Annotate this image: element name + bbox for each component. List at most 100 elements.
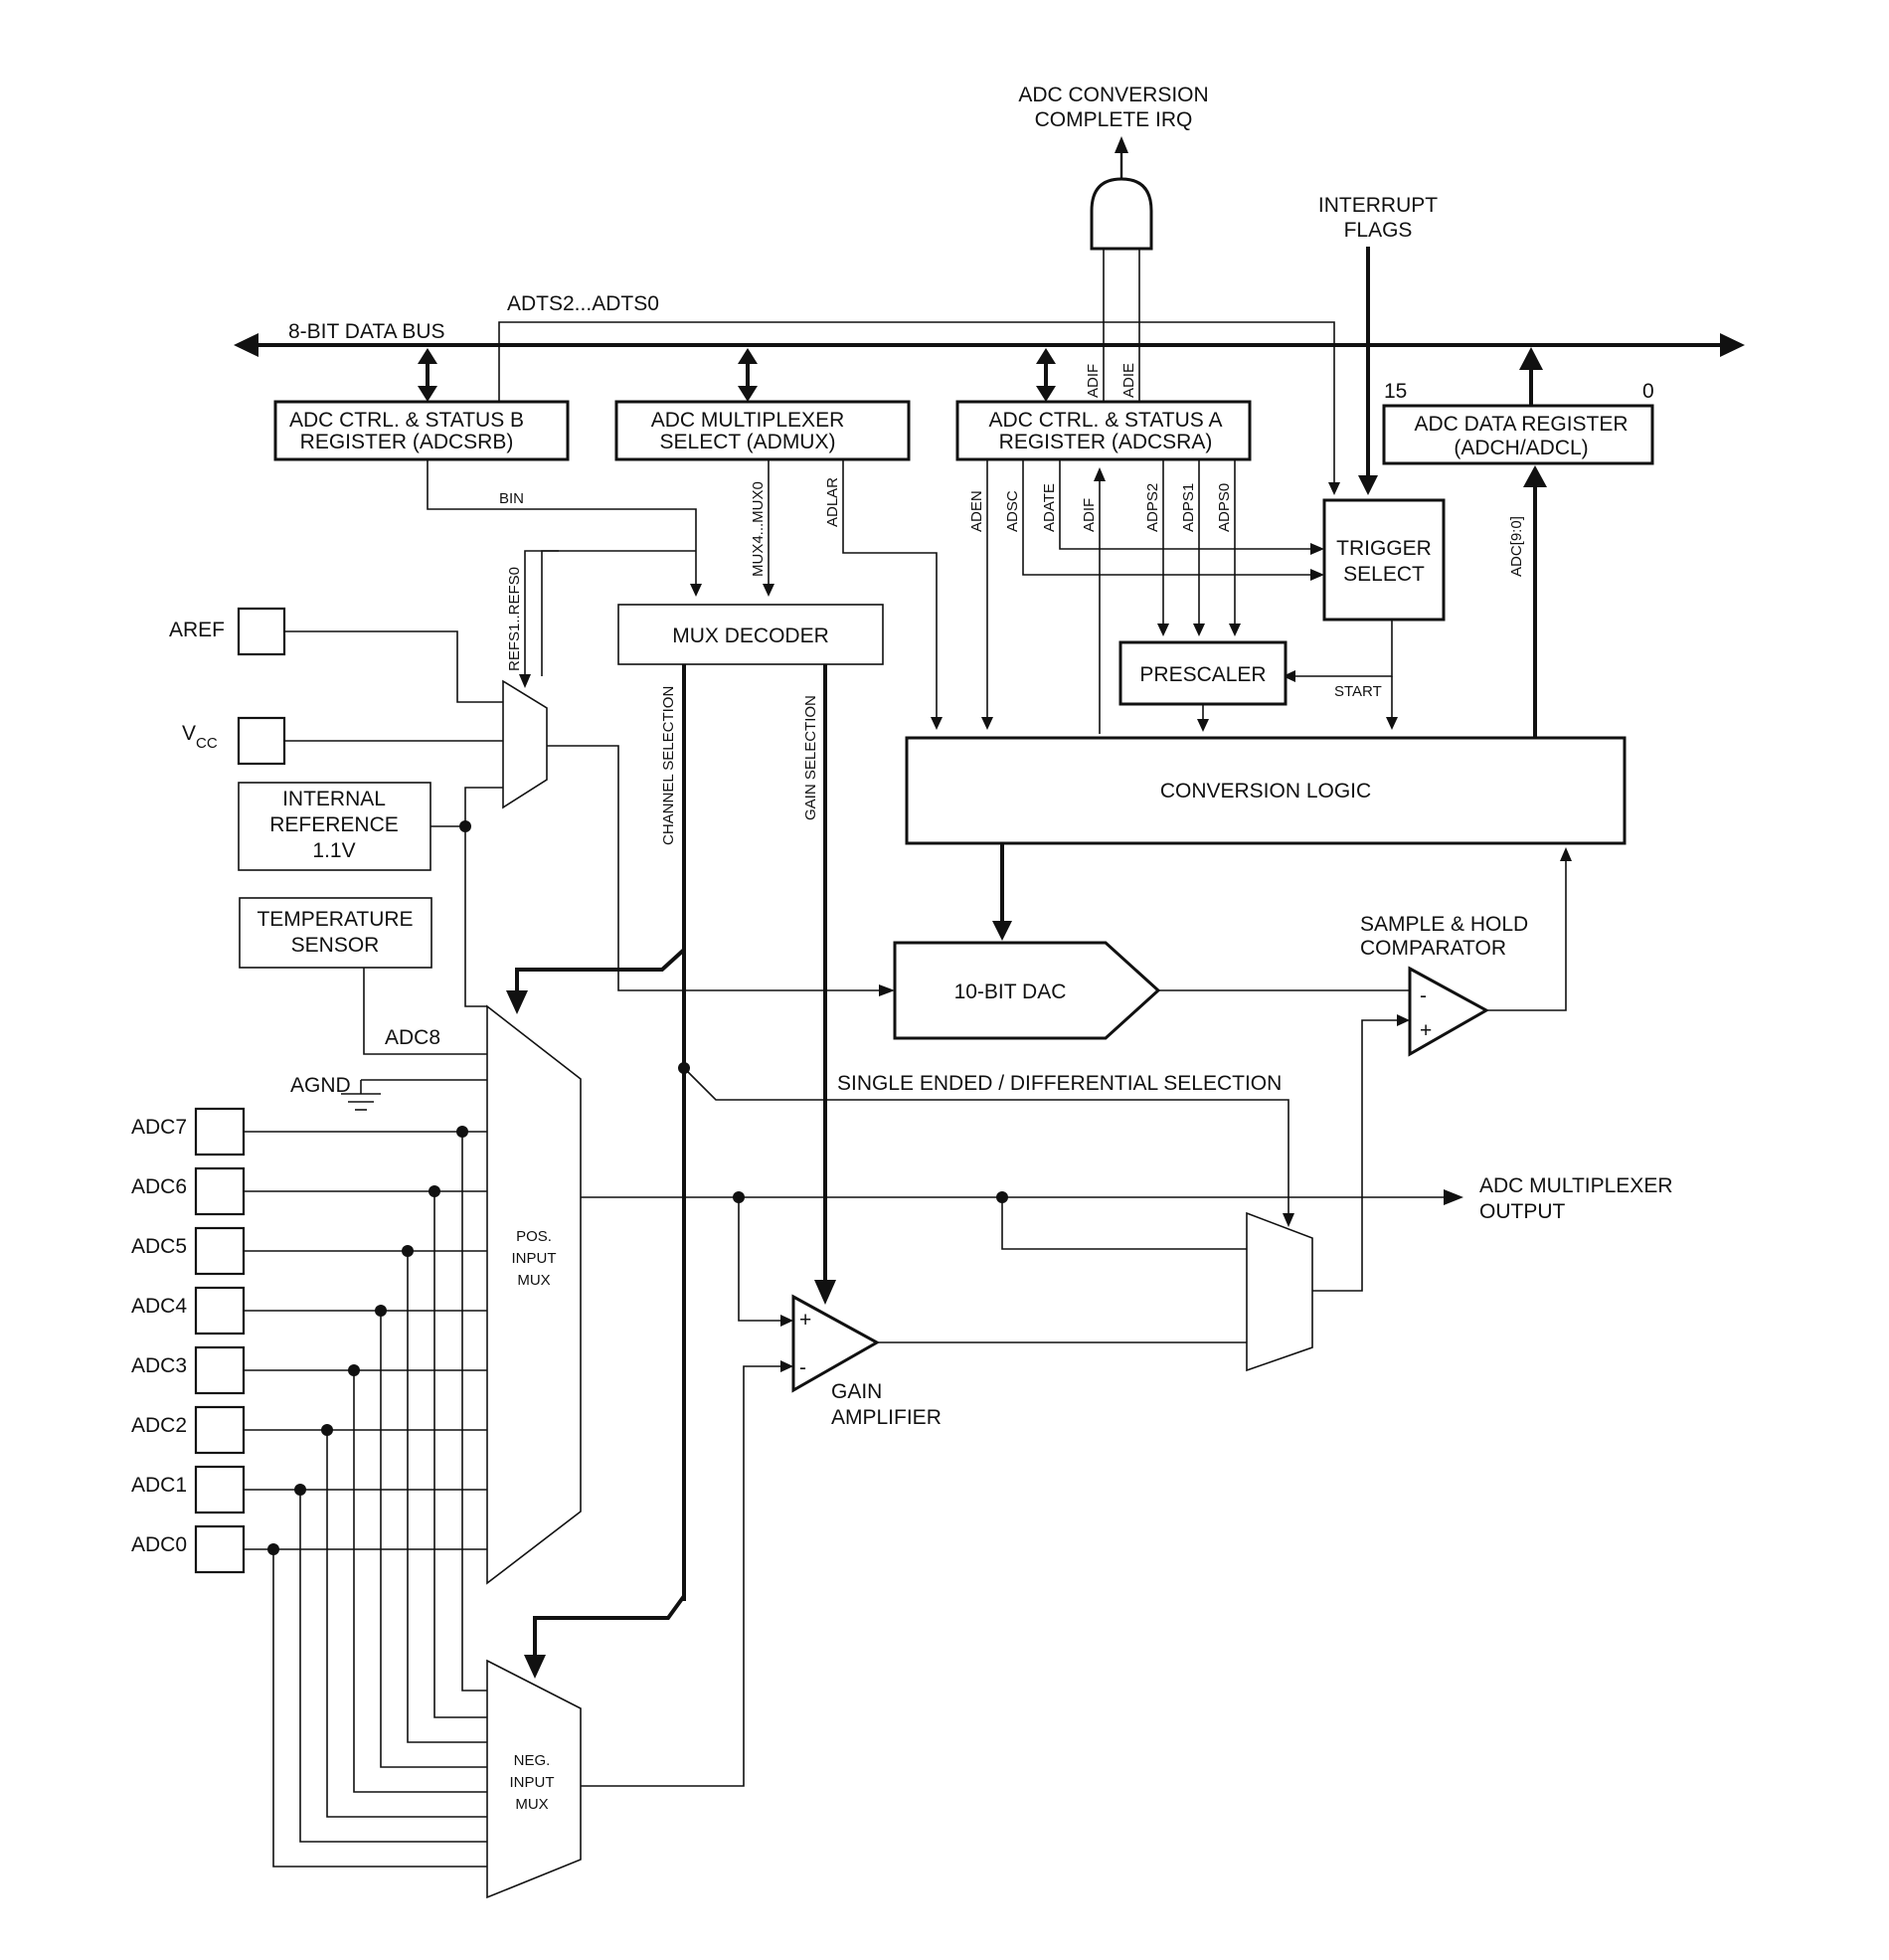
gain-selection-bus: GAIN SELECTION [802, 664, 836, 1305]
adc-pin-2: ADC2 [131, 1405, 487, 1818]
pos-input-mux: POS. INPUT MUX [486, 1004, 582, 1585]
svg-text:INPUT: INPUT [512, 1250, 557, 1267]
adif-top-label: ADIF [1085, 364, 1102, 398]
gain-label-1: GAIN [831, 1380, 882, 1403]
adps1-label: ADPS1 [1180, 483, 1197, 532]
adps0-label: ADPS0 [1216, 483, 1233, 532]
gain-sel-label: GAIN SELECTION [802, 695, 819, 820]
channel-selection-bus: CHANNEL SELECTION [506, 664, 686, 1679]
svg-text:SELECT: SELECT [1343, 563, 1425, 586]
irq-label-1: ADC CONVERSION [1018, 84, 1208, 106]
adif-label: ADIF [1081, 498, 1098, 532]
bus-connections [418, 347, 1543, 406]
logic-to-dac-wire [992, 843, 1012, 941]
sample-hold-comparator: - + SAMPLE & HOLD COMPARATOR [1360, 847, 1572, 1057]
start-label: START [1334, 683, 1382, 700]
svg-text:ADC0: ADC0 [131, 1533, 187, 1556]
comp-minus: - [1420, 984, 1427, 1007]
adc-pin-1: ADC1 [131, 1465, 487, 1843]
svg-text:MUX DECODER: MUX DECODER [672, 624, 829, 647]
svg-text:ADC6: ADC6 [131, 1175, 187, 1198]
svg-text:10-BIT DAC: 10-BIT DAC [954, 980, 1067, 1003]
svg-text:NEG.: NEG. [514, 1752, 551, 1769]
svg-text:ADC1: ADC1 [131, 1474, 187, 1497]
gain-label-2: AMPLIFIER [831, 1406, 942, 1429]
svg-text:TRIGGER: TRIGGER [1336, 537, 1432, 560]
gain-amplifier: + - GAIN AMPLIFIER [581, 1197, 1247, 1787]
agnd-label: AGND [290, 1074, 351, 1097]
data-bus: 8-BIT DATA BUS [234, 320, 1745, 357]
irq-label-2: COMPLETE IRQ [1035, 108, 1193, 131]
admux-register: ADC MULTIPLEXER SELECT (ADMUX) [614, 400, 911, 461]
start-wire: START [1283, 620, 1398, 730]
output-select-mux [1001, 1014, 1410, 1372]
vcc-input: V CC [182, 716, 503, 766]
svg-text:TEMPERATURE: TEMPERATURE [257, 908, 413, 931]
adc-bits-label: ADC[9:0] [1508, 516, 1525, 577]
adc-pin-7: ADC7 [131, 1107, 487, 1692]
adcsra-signals: ADEN ADSC ADATE ADIF ADPS2 ADPS1 ADPS0 [968, 459, 1324, 734]
adc-result-wire: ADC[9:0] [1508, 465, 1547, 738]
temperature-sensor: TEMPERATURE SENSOR ADC8 [239, 897, 487, 1055]
adc-pin-0: ADC0 [131, 1524, 487, 1868]
adie-top-label: ADIE [1120, 363, 1137, 398]
adts-label: ADTS2...ADTS0 [507, 292, 659, 315]
aref-input: AREF [169, 607, 503, 703]
irq-and-gate: ADC CONVERSION COMPLETE IRQ ADIF ADIE [1018, 84, 1209, 406]
amp-plus: + [799, 1309, 811, 1332]
adc8-label: ADC8 [385, 1026, 440, 1049]
svg-text:(ADCH/ADCL): (ADCH/ADCL) [1454, 437, 1588, 459]
svg-text:ADC DATA REGISTER: ADC DATA REGISTER [1414, 413, 1628, 436]
svg-text:ADC CTRL. & STATUS B: ADC CTRL. & STATUS B [289, 409, 524, 432]
reference-mux: REFS1..REFS0 [502, 550, 895, 996]
refs-label: REFS1..REFS0 [506, 567, 523, 671]
adc-pin-4: ADC4 [131, 1286, 487, 1768]
single-diff-selection: SINGLE ENDED / DIFFERENTIAL SELECTION [678, 1062, 1294, 1227]
int-label-2: FLAGS [1344, 219, 1413, 242]
svg-text:ADC3: ADC3 [131, 1354, 187, 1377]
adlar-wire: ADLAR [824, 459, 943, 730]
neg-input-mux: NEG. INPUT MUX [486, 1659, 582, 1899]
adc-pin-6: ADC6 [131, 1166, 487, 1718]
interrupt-flags: INTERRUPT FLAGS [1318, 194, 1438, 495]
out-label-2: OUTPUT [1479, 1200, 1566, 1223]
svg-text:ADC2: ADC2 [131, 1414, 187, 1437]
sed-label: SINGLE ENDED / DIFFERENTIAL SELECTION [837, 1072, 1282, 1095]
adcsrb-register: ADC CTRL. & STATUS B REGISTER (ADCSRB) [273, 400, 570, 461]
mux-bits-wire: MUX4...MUX0 [750, 459, 774, 597]
svg-text:ADC MULTIPLEXER: ADC MULTIPLEXER [651, 409, 845, 432]
adsc-label: ADSC [1004, 490, 1021, 532]
dac-10bit: 10-BIT DAC [893, 941, 1410, 1040]
svg-text:1.1V: 1.1V [312, 839, 355, 862]
bus-label: 8-BIT DATA BUS [288, 320, 445, 343]
agnd: AGND [290, 1074, 487, 1111]
adc-data-register: ADC DATA REGISTER (ADCH/ADCL) 15 0 [1382, 380, 1654, 465]
svg-text:SENSOR: SENSOR [291, 934, 380, 957]
svg-text:MUX: MUX [517, 1272, 550, 1289]
svg-text:ADC7: ADC7 [131, 1116, 187, 1139]
aden-label: ADEN [968, 490, 985, 532]
adc-pin-3: ADC3 [131, 1345, 487, 1793]
svg-text:INTERNAL: INTERNAL [282, 788, 386, 810]
mux-bits-label: MUX4...MUX0 [750, 481, 767, 577]
int-label-1: INTERRUPT [1318, 194, 1438, 217]
svg-text:ADC4: ADC4 [131, 1295, 187, 1318]
channel-sel-label: CHANNEL SELECTION [660, 686, 677, 845]
svg-text:CONVERSION LOGIC: CONVERSION LOGIC [1160, 780, 1371, 802]
conversion-logic: CONVERSION LOGIC [905, 736, 1627, 845]
adc-mux-output: ADC MULTIPLEXER OUTPUT [581, 1174, 1673, 1223]
sh-label-1: SAMPLE & HOLD [1360, 913, 1528, 936]
svg-text:SELECT (ADMUX): SELECT (ADMUX) [660, 431, 836, 453]
prescaler: PRESCALER [1118, 640, 1288, 732]
vcc-sub-label: CC [196, 735, 218, 752]
svg-text:PRESCALER: PRESCALER [1139, 663, 1266, 686]
amp-minus: - [799, 1356, 806, 1379]
adate-label: ADATE [1041, 483, 1058, 532]
adts-wire: ADTS2...ADTS0 [498, 292, 1340, 495]
comp-plus: + [1420, 1019, 1432, 1042]
adcsra-register: ADC CTRL. & STATUS A REGISTER (ADCSRA) [955, 400, 1252, 461]
out-label-1: ADC MULTIPLEXER [1479, 1174, 1673, 1197]
bin-wire: BIN [427, 459, 702, 597]
svg-text:REGISTER (ADCSRA): REGISTER (ADCSRA) [999, 431, 1213, 453]
